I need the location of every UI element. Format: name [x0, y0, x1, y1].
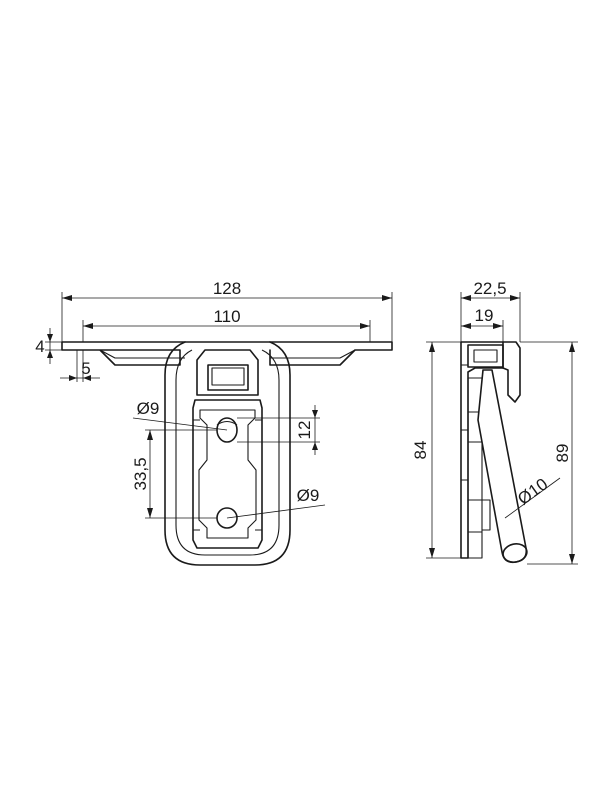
dimension-5-label: 5: [81, 359, 90, 378]
dimension-19: 19: [461, 306, 504, 342]
dimension-19-label: 19: [475, 306, 494, 325]
dimension-33-5: 33,5: [131, 429, 217, 519]
dimension-89: 89: [520, 341, 578, 565]
dimension-hole-bottom-label: Ø9: [297, 486, 320, 505]
outer-body-inner-edge: [175, 349, 280, 556]
dimension-33-5-label: 33,5: [131, 457, 150, 490]
outer-body: [164, 341, 291, 566]
dimension-12-label: 12: [295, 421, 314, 440]
dimension-128-label: 128: [213, 279, 241, 298]
dimension-22-5-label: 22,5: [473, 279, 506, 298]
base-plate: [61, 341, 393, 366]
dimension-hole-top-label: Ø9: [137, 399, 160, 418]
dimension-5: 5: [60, 350, 100, 382]
side-view: 22,5 19 84 89: [411, 279, 578, 565]
leader-top-hole: Ø9: [132, 399, 228, 431]
dimension-110: 110: [82, 307, 371, 342]
front-view: 128 110 4 5: [35, 279, 393, 566]
handle-plate: [192, 399, 263, 549]
pivot-block: [196, 349, 259, 396]
dimension-22-5: 22,5: [460, 279, 521, 342]
dimension-128: 128: [61, 279, 393, 342]
dimension-84: 84: [411, 341, 461, 559]
side-handle: [477, 369, 528, 564]
dimension-handle-label: Ø10: [514, 474, 551, 508]
side-hinge: [467, 341, 521, 403]
dimension-4: 4: [35, 328, 62, 364]
dimension-4-label: 4: [35, 337, 44, 356]
leader-bottom-hole: Ø9: [226, 486, 326, 519]
dimension-84-label: 84: [411, 441, 430, 460]
dimension-110-label: 110: [213, 307, 240, 326]
dimension-12: 12: [237, 405, 320, 455]
dimension-89-label: 89: [553, 444, 572, 463]
